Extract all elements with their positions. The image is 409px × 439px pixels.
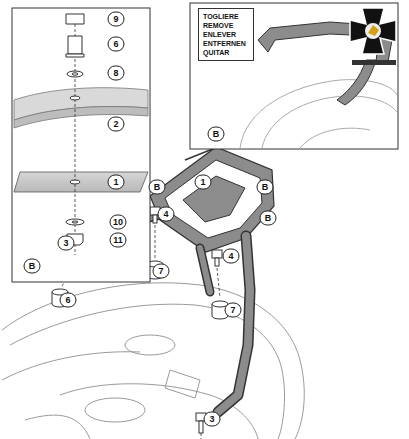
callout-number: 7 xyxy=(153,264,170,279)
callout-number: B xyxy=(149,180,166,195)
fixing-detail-inset xyxy=(12,8,150,282)
callout-number: 9 xyxy=(108,12,125,27)
callout-number: 4 xyxy=(158,207,175,222)
callout-number: 4 xyxy=(223,249,240,264)
instruction-text: TOGLIERE REMOVE ENLEVER ENTFERNEN QUITAR xyxy=(203,12,249,57)
watermark-logo xyxy=(350,8,396,65)
callout-number: 3 xyxy=(204,412,221,427)
callout-number: 2 xyxy=(108,117,125,132)
callout-number: 1 xyxy=(108,175,125,190)
callout-number: 11 xyxy=(110,233,127,248)
callout-number: B xyxy=(208,127,225,142)
callout-number: 8 xyxy=(108,66,125,81)
callout-number: B xyxy=(260,211,277,226)
callout-number: 7 xyxy=(225,303,242,318)
instruction-box: TOGLIERE REMOVE ENLEVER ENTFERNEN QUITAR xyxy=(198,8,254,61)
scooter-outline xyxy=(2,283,304,439)
remove-detail-inset xyxy=(190,3,398,149)
callout-number: 3 xyxy=(58,236,75,251)
callout-number: 10 xyxy=(110,215,127,230)
callout-number: 6 xyxy=(108,37,125,52)
callout-number: B xyxy=(24,259,41,274)
callout-number: 6 xyxy=(60,293,77,308)
callout-number: B xyxy=(257,180,274,195)
callout-number: 1 xyxy=(195,175,212,190)
